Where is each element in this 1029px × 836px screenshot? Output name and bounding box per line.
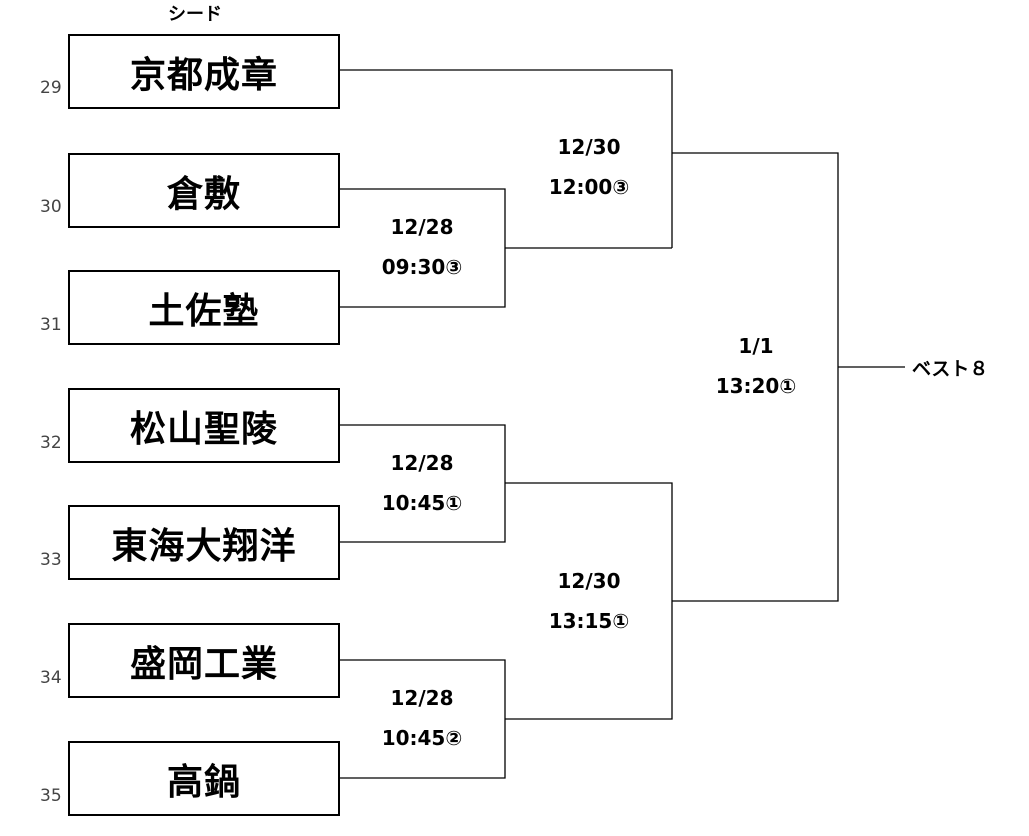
- team-number: 34: [40, 668, 62, 688]
- match-time: 13:15①: [548, 609, 630, 633]
- team-box: 京都成章: [68, 34, 340, 109]
- match-time: 13:20①: [715, 374, 797, 398]
- team-box: 松山聖陵: [68, 388, 340, 463]
- match-label: 12/30 12:00③: [524, 127, 654, 207]
- team-number: 35: [40, 786, 62, 806]
- team-number: 32: [40, 433, 62, 453]
- seed-label: シード: [168, 4, 222, 25]
- team-name: 倉敷: [166, 173, 241, 215]
- match-label: 12/28 09:30③: [357, 207, 487, 287]
- match-label: 12/30 13:15①: [524, 561, 654, 641]
- match-time: 09:30③: [381, 255, 463, 279]
- team-number: 30: [40, 197, 62, 217]
- match-date: 1/1: [738, 334, 774, 358]
- team-box: 土佐塾: [68, 270, 340, 345]
- team-box: 倉敷: [68, 153, 340, 228]
- match-date: 12/30: [557, 135, 621, 159]
- team-number: 31: [40, 315, 62, 335]
- team-name: 京都成章: [129, 54, 278, 96]
- team-name: 土佐塾: [148, 290, 260, 332]
- match-time: 10:45①: [381, 491, 463, 515]
- match-date: 12/28: [390, 686, 454, 710]
- match-time: 10:45②: [381, 726, 463, 750]
- line-final: [672, 152, 839, 602]
- team-name: 高鍋: [166, 761, 241, 803]
- team-box: 盛岡工業: [68, 623, 340, 698]
- team-number: 29: [40, 78, 62, 98]
- result-label: ベスト８: [912, 358, 989, 380]
- team-box: 高鍋: [68, 741, 340, 816]
- match-label: 12/28 10:45②: [357, 678, 487, 758]
- match-label: 12/28 10:45①: [357, 443, 487, 523]
- team-name: 松山聖陵: [129, 408, 278, 450]
- match-label: 1/1 13:20①: [691, 326, 821, 406]
- match-date: 12/28: [390, 451, 454, 475]
- line-team1: [338, 69, 673, 248]
- match-time: 12:00③: [548, 175, 630, 199]
- team-name: 東海大翔洋: [111, 525, 297, 567]
- team-name: 盛岡工業: [129, 643, 278, 685]
- match-date: 12/30: [557, 569, 621, 593]
- team-number: 33: [40, 550, 62, 570]
- team-box: 東海大翔洋: [68, 505, 340, 580]
- match-date: 12/28: [390, 215, 454, 239]
